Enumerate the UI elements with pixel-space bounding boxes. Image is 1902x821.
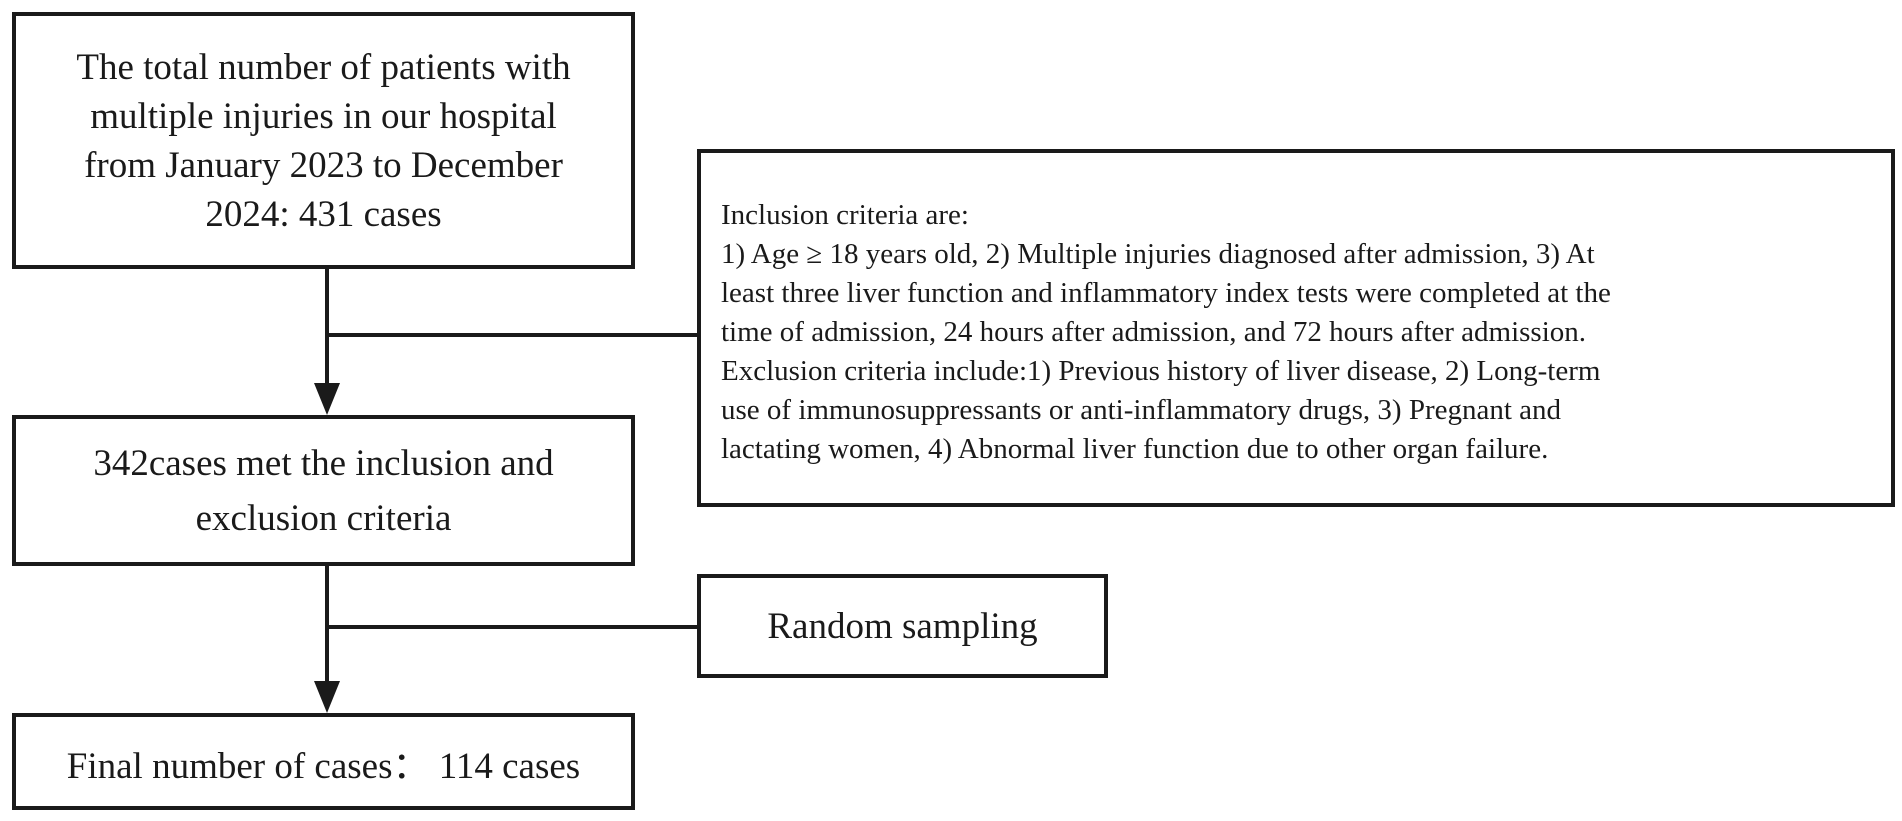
criteria-box: Inclusion criteria are: 1) Age ≥ 18 year…: [697, 149, 1895, 507]
final-cases-box: Final number of cases： 114 cases: [12, 713, 635, 810]
total-line-2: multiple injuries in our hospital: [90, 95, 557, 137]
criteria-line-3: least three liver function and inflammat…: [721, 276, 1611, 309]
total-line-1: The total number of patients with: [76, 46, 571, 88]
random-sampling-label: Random sampling: [767, 605, 1038, 647]
arrowhead-to-final: [314, 681, 340, 713]
met-line-1: 342cases met the inclusion and: [93, 442, 554, 484]
total-patients-box: The total number of patients with multip…: [12, 12, 635, 269]
met-line-2: exclusion criteria: [195, 497, 452, 539]
met-criteria-box: 342cases met the inclusion and exclusion…: [12, 415, 635, 566]
criteria-line-7: lactating women, 4) Abnormal liver funct…: [721, 432, 1549, 465]
criteria-line-6: use of immunosuppressants or anti-inflam…: [721, 393, 1562, 426]
total-line-3: from January 2023 to December: [84, 144, 563, 186]
criteria-line-2: 1) Age ≥ 18 years old, 2) Multiple injur…: [721, 237, 1595, 270]
random-sampling-box: Random sampling: [697, 574, 1108, 678]
criteria-line-1: Inclusion criteria are:: [721, 198, 969, 231]
criteria-line-4: time of admission, 24 hours after admiss…: [721, 315, 1587, 348]
total-line-4: 2024: 431 cases: [205, 193, 442, 235]
final-cases-label: Final number of cases： 114 cases: [66, 745, 581, 787]
criteria-line-5: Exclusion criteria include:1) Previous h…: [721, 354, 1601, 387]
arrowhead-to-met: [314, 383, 340, 415]
